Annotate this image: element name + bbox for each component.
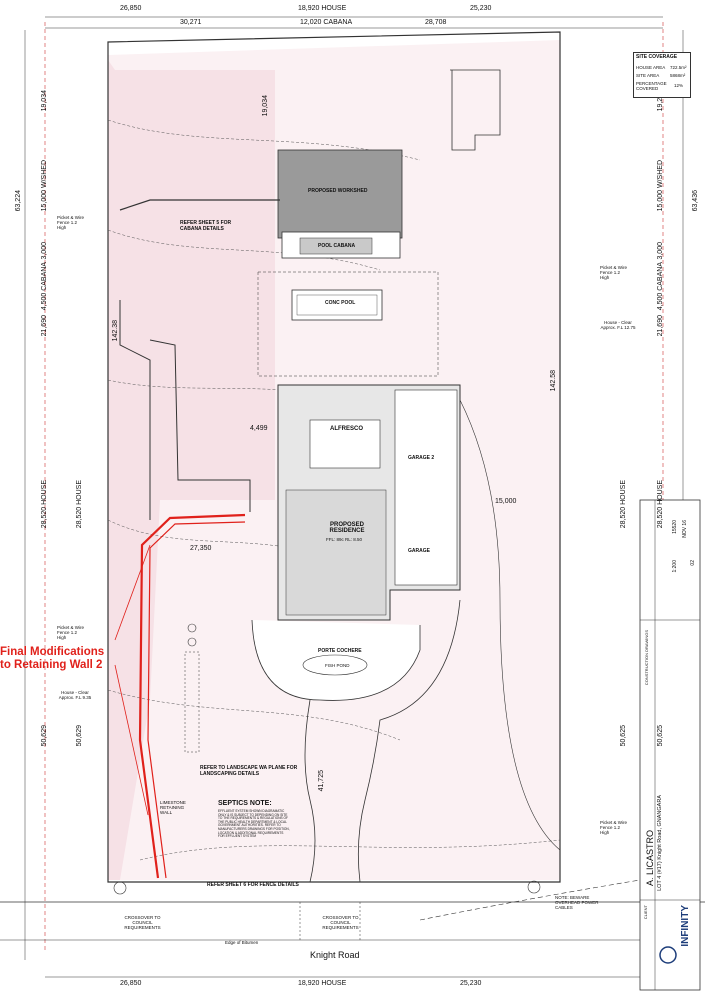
dim-bottom-left: 26,850 [120, 980, 142, 987]
picket-fence-label: Picket & Wire Fence 1.2 High [57, 625, 85, 640]
dim-left-5: 21,690 [41, 315, 48, 337]
landscape-note: REFER TO LANDSCAPE WA PLANE FOR LANDSCAP… [200, 765, 298, 777]
title-scale: 1:200 [672, 560, 678, 573]
dim-right-total: 63,436 [692, 190, 699, 212]
dim-right-6: 28,520 HOUSE [620, 480, 627, 529]
dim-right-2: 15,000 W/SHED [657, 160, 664, 212]
garage-area [394, 389, 458, 586]
crossover-mid-label: CROSSOVER TO COUNCIL REQUIREMENTS [322, 915, 359, 930]
workshed-label: PROPOSED WORKSHED [308, 188, 368, 194]
dim-left-3: 3,000 [41, 242, 48, 260]
landscape-strip-left [108, 60, 275, 880]
title-company-logo: INFINITY [680, 905, 691, 947]
picket-fence-label: Picket & Wire Fence 1.2 High [57, 215, 85, 230]
callout-arrow-1 [114, 544, 151, 641]
garage-label: GARAGE [408, 548, 430, 554]
site-coverage-row-label: SITE AREA [636, 73, 660, 78]
dim-top-left: 26,850 [120, 5, 142, 12]
title-sheet: 02 [690, 560, 696, 566]
site-coverage-row-value: 722.5m² [670, 65, 687, 70]
road-name: Knight Road [310, 950, 360, 960]
refer-sheet-5-note: REFER SHEET 5 FOR CABANA DETAILS [180, 220, 232, 232]
retaining-wall-label: LIMESTONE RETAINING WALL [160, 800, 186, 815]
dim-right-bearing: 142.58 [550, 370, 557, 392]
house-clear-left: House - Clear Approx. F.L 9.35 [58, 690, 92, 700]
pool-label: CONC POOL [325, 300, 356, 306]
fish-pond [302, 654, 368, 676]
crossover-left-label: CROSSOVER TO COUNCIL REQUIREMENTS [124, 915, 161, 930]
septics-note-body: EFFLUENT SYSTEM SHOWN DIAGRAMATIC ONLY &… [218, 809, 290, 839]
callout-line-1: Final Modifications [0, 646, 105, 658]
residence-sub-label: FFL: 89c RL: 8.50 [326, 537, 363, 542]
title-block-frame [639, 499, 701, 991]
site-coverage-row-value: 12% [674, 83, 684, 88]
dim-left-8: 50,629 [76, 725, 83, 747]
dim-bottom-right: 25,230 [460, 980, 482, 987]
title-address: LOT 4 (#17) Knight Road, GNANGARA [657, 795, 663, 891]
dim-top-right-2: 28,708 [425, 19, 447, 26]
dim-left-7: 50,629 [41, 725, 48, 747]
dim-left-total: 63,224 [15, 190, 22, 212]
power-cable-note: NOTE: BEWARE OVERHEAD POWER CABLES [555, 895, 599, 910]
fish-pond-label: FISH POND [325, 663, 350, 668]
dim-top-cabana: 12,020 CABANA [300, 19, 353, 26]
title-client-label: CLIENT [643, 905, 648, 920]
dim-right-house-2: 28,520 HOUSE [657, 480, 664, 529]
workshed-footprint [277, 149, 403, 239]
dim-inner-15000: 15,000 [495, 498, 517, 505]
callout-arrow-2 [114, 664, 149, 816]
dim-right-7: 50,625 [620, 725, 627, 747]
site-coverage-row-value: 5868m² [670, 73, 686, 78]
retaining-wall-2-red [138, 513, 246, 879]
dim-right-5: 21,690 [657, 315, 664, 337]
dim-top-right: 25,230 [470, 5, 492, 12]
title-status: CONSTRUCTION DRAWINGS [644, 630, 649, 686]
dim-inner-41725: 41,725 [318, 770, 325, 792]
picket-fence-label: Picket & Wire Fence 1.2 High [600, 820, 628, 835]
callout-line-2: to Retaining Wall 2 [0, 659, 103, 671]
title-date: NOV 16 [682, 520, 688, 538]
septics-note-title: SEPTICS NOTE: [218, 800, 272, 807]
dim-left-1: 19,034 [41, 90, 48, 112]
dim-right-3: 3,000 [657, 242, 664, 260]
dim-left-4: 4,500 CABANA [41, 262, 48, 311]
dim-inner-27350: 27,350 [190, 545, 212, 552]
dim-bottom-house: 18,920 HOUSE [298, 980, 347, 987]
alfresco-area [309, 419, 381, 469]
garage-2-label: GARAGE 2 [408, 455, 435, 461]
picket-fence-label: Picket & Wire Fence 1.2 High [600, 265, 628, 280]
driveway [304, 599, 461, 883]
cabana-label: POOL CABANA [318, 243, 356, 249]
dim-left-6: 28,520 HOUSE [41, 480, 48, 529]
site-coverage-table: SITE COVERAGE HOUSE AREA 722.5m² SITE AR… [633, 52, 691, 98]
dim-right-8: 50,625 [657, 725, 664, 747]
dim-inner-cabana-top: 19,034 [262, 95, 269, 117]
edge-of-bitumen-label: Edge of Bitumen [225, 940, 259, 945]
residence-label: PROPOSED RESIDENCE [329, 522, 365, 534]
dim-top-left-2: 30,271 [180, 19, 202, 26]
house-clear-right: House - Clear Approx. F.L 12.75 [600, 320, 636, 330]
site-coverage-row-label: HOUSE AREA [636, 65, 666, 70]
dim-right-4: 4,500 CABANA [657, 262, 664, 311]
site-coverage-row-label: PERCENTAGE COVERED [636, 81, 667, 91]
alfresco-label: ALFRESCO [330, 426, 363, 432]
dim-left-house-2: 28,520 HOUSE [76, 480, 83, 529]
dim-top-house: 18,920 HOUSE [298, 5, 347, 12]
dim-left-bearing: 142.38 [112, 320, 119, 342]
dim-left-2: 15,000 W/SHED [41, 160, 48, 212]
dim-inner-4499: 4,499 [250, 425, 268, 432]
porte-cochere-label: PORTE COCHERE [318, 648, 362, 654]
title-client-name: A. LICASTRO [645, 830, 655, 887]
refer-sheet-6-note: REFER SHEET 6 FOR FENCE DETAILS [207, 882, 299, 888]
title-job: 15520 [672, 520, 678, 534]
lot-boundary [107, 31, 561, 883]
site-coverage-title: SITE COVERAGE [636, 54, 678, 60]
